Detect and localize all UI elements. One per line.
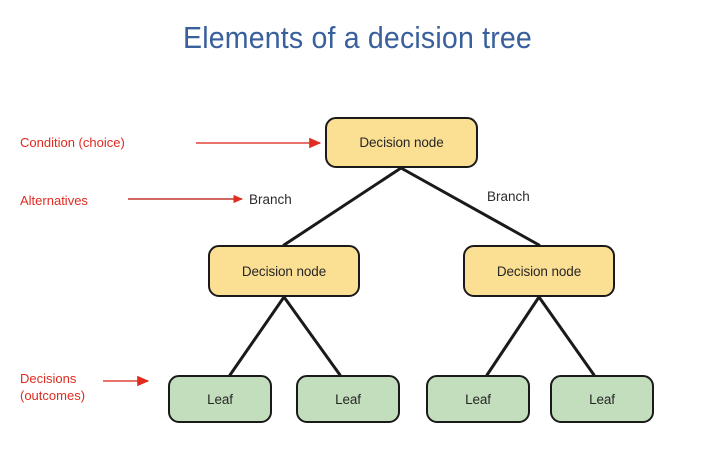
edge-mid-right-to-leaf-4: [537, 295, 596, 377]
edge-root-to-mid-right: [399, 166, 541, 247]
annotation-condition-label: Condition (choice): [20, 135, 125, 150]
annotation-decisions-line-2: (outcomes): [20, 388, 86, 403]
edge-mid-right-to-leaf-3: [485, 295, 541, 377]
annotation-decisions-label: Decisions (outcomes): [20, 370, 85, 404]
annotation-decisions-line-1: Decisions: [20, 371, 77, 386]
leaf-node-4[interactable]: Leaf: [550, 375, 654, 423]
leaf-node-3[interactable]: Leaf: [426, 375, 530, 423]
branch-label-left: Branch: [249, 192, 292, 207]
decision-node-mid-right[interactable]: Decision node: [463, 245, 615, 297]
edge-mid-left-to-leaf-1: [228, 295, 286, 377]
page-title: Elements of a decision tree: [183, 20, 532, 55]
decision-node-mid-left[interactable]: Decision node: [208, 245, 360, 297]
decision-node-root[interactable]: Decision node: [325, 117, 478, 168]
leaf-node-1[interactable]: Leaf: [168, 375, 272, 423]
leaf-node-2[interactable]: Leaf: [296, 375, 400, 423]
edge-mid-left-to-leaf-2: [282, 295, 342, 377]
annotation-alternatives-label: Alternatives: [20, 193, 88, 208]
edge-root-to-mid-left: [282, 166, 403, 247]
branch-label-right: Branch: [487, 189, 530, 204]
